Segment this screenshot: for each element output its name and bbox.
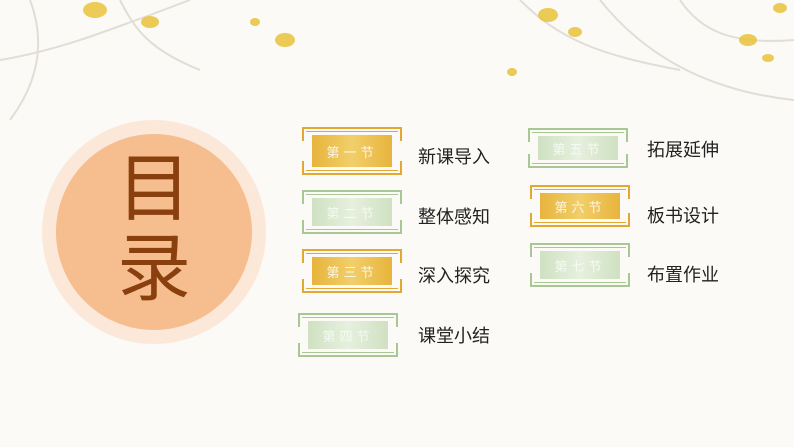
tag-frame-line	[306, 229, 398, 230]
title-char-1: 目	[117, 146, 191, 232]
tag-frame-line	[306, 170, 398, 171]
tag-frame-line	[302, 190, 304, 204]
tag-frame-line	[528, 154, 530, 168]
tag-frame-line	[628, 185, 630, 199]
tag-frame-line	[302, 127, 402, 129]
tag-frame-line	[528, 128, 530, 142]
tag-frame-line	[302, 279, 304, 293]
tag-frame-line	[400, 161, 402, 175]
toc-label-7[interactable]: 布置作业	[647, 265, 719, 286]
toc-label-6[interactable]: 板书设计	[647, 206, 719, 227]
toc-tag-text: 第七节	[540, 251, 620, 279]
tag-frame-line	[530, 185, 532, 199]
tag-frame-line	[530, 243, 630, 245]
toc-label-3[interactable]: 深入探究	[418, 266, 490, 287]
toc-tag-text: 第二节	[312, 198, 392, 226]
tag-frame-line	[532, 163, 624, 164]
tag-frame-line	[534, 282, 626, 283]
tag-frame-line	[302, 220, 304, 234]
tag-frame-line	[530, 213, 532, 227]
tag-frame-line	[302, 127, 304, 141]
tag-frame-line	[400, 249, 402, 263]
toc-label-4[interactable]: 课堂小结	[418, 326, 490, 347]
tag-frame-line	[396, 313, 398, 327]
toc-tag-1[interactable]: 第一节	[302, 127, 402, 175]
tag-frame-line	[400, 220, 402, 234]
tag-frame-line	[532, 132, 624, 133]
toc-tag-7[interactable]: 第七节	[530, 243, 630, 287]
tag-frame-line	[306, 131, 398, 132]
tag-frame-line	[302, 173, 402, 175]
tag-frame-line	[302, 352, 394, 353]
toc-tag-text: 第一节	[312, 135, 392, 167]
tag-frame-line	[306, 288, 398, 289]
toc-tag-5[interactable]: 第五节	[528, 128, 628, 168]
tag-frame-line	[306, 194, 398, 195]
tag-frame-line	[534, 189, 626, 190]
title-badge	[56, 134, 252, 330]
tag-frame-line	[302, 232, 402, 234]
toc-tag-3[interactable]: 第三节	[302, 249, 402, 293]
tag-frame-line	[396, 343, 398, 357]
tag-frame-line	[302, 249, 402, 251]
toc-tag-2[interactable]: 第二节	[302, 190, 402, 234]
tag-frame-line	[530, 243, 532, 257]
tag-frame-line	[400, 279, 402, 293]
tag-frame-line	[298, 355, 398, 357]
toc-label-1[interactable]: 新课导入	[418, 147, 490, 168]
toc-tag-4[interactable]: 第四节	[298, 313, 398, 357]
tag-frame-line	[302, 161, 304, 175]
tag-frame-line	[298, 343, 300, 357]
tag-frame-line	[626, 154, 628, 168]
tag-frame-line	[302, 317, 394, 318]
tag-frame-line	[530, 225, 630, 227]
tag-frame-line	[298, 313, 398, 315]
toc-tag-text: 第四节	[308, 321, 388, 349]
tag-frame-line	[530, 185, 630, 187]
tag-frame-line	[534, 247, 626, 248]
toc-label-5[interactable]: 拓展延伸	[647, 140, 719, 161]
toc-label-2[interactable]: 整体感知	[418, 207, 490, 228]
tag-frame-line	[302, 190, 402, 192]
tag-frame-line	[530, 273, 532, 287]
tag-frame-line	[528, 166, 628, 168]
tag-frame-line	[306, 253, 398, 254]
tag-frame-line	[628, 243, 630, 257]
tag-frame-line	[628, 213, 630, 227]
tag-frame-line	[528, 128, 628, 130]
tag-frame-line	[302, 291, 402, 293]
toc-tag-text: 第三节	[312, 257, 392, 285]
title-char-2: 录	[117, 226, 191, 312]
tag-frame-line	[400, 127, 402, 141]
tag-frame-line	[302, 249, 304, 263]
tag-frame-line	[298, 313, 300, 327]
tag-frame-line	[626, 128, 628, 142]
toc-tag-6[interactable]: 第六节	[530, 185, 630, 227]
tag-frame-line	[534, 222, 626, 223]
toc-tag-text: 第六节	[540, 193, 620, 219]
tag-frame-line	[400, 190, 402, 204]
tag-frame-line	[628, 273, 630, 287]
toc-tag-text: 第五节	[538, 136, 618, 160]
tag-frame-line	[530, 285, 630, 287]
